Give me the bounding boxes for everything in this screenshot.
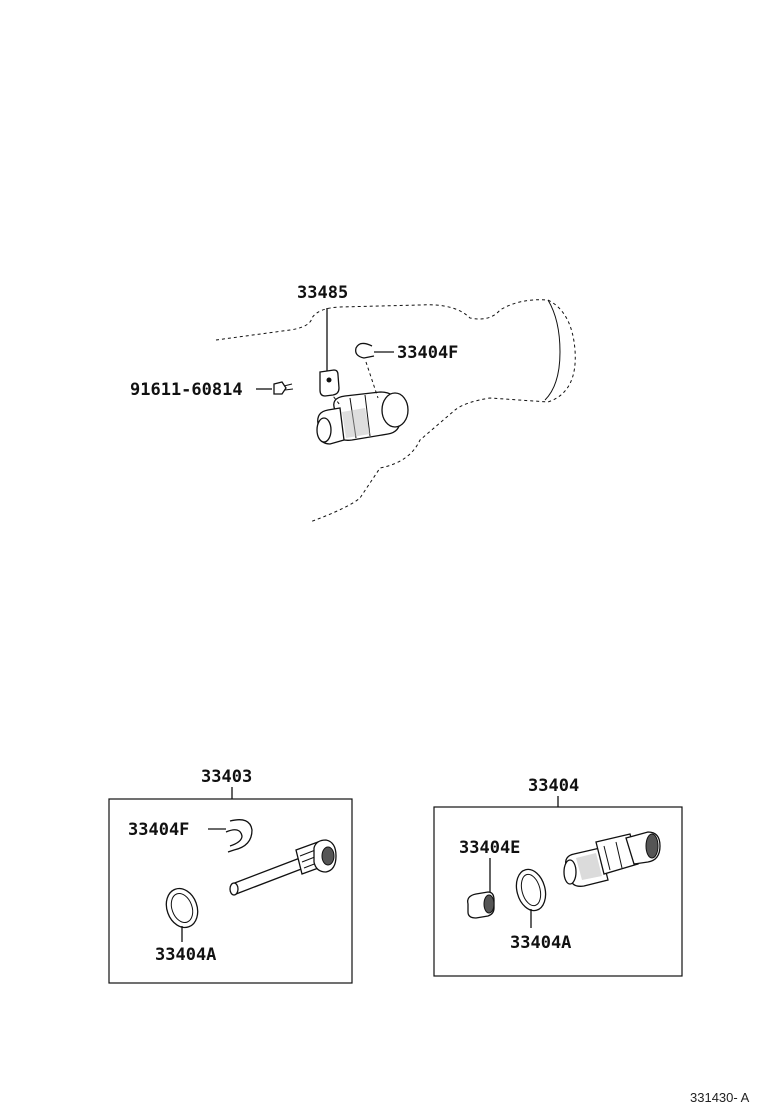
driven-gear-shaft-part — [229, 839, 337, 896]
part-number-33404a-right: 33404A — [510, 933, 571, 953]
install-guide-line — [365, 361, 379, 399]
part-number-33404f-top: 33404F — [397, 343, 458, 363]
speedometer-sleeve-part — [316, 391, 409, 445]
kit-number-33403: 33403 — [201, 767, 252, 787]
clip-part — [208, 819, 253, 853]
clip-part — [355, 342, 394, 359]
transmission-housing-outline — [215, 299, 576, 523]
part-number-33404f-kit: 33404F — [128, 820, 189, 840]
part-number-33404e: 33404E — [459, 838, 520, 858]
lock-plate-part — [319, 308, 340, 397]
kit-number-33404: 33404 — [528, 776, 579, 796]
kit-box-33404 — [433, 806, 683, 977]
bolt-part — [256, 381, 294, 395]
o-ring-part — [515, 868, 547, 928]
part-number-33485: 33485 — [297, 283, 348, 303]
speedometer-sleeve-part — [563, 831, 661, 887]
part-number-91611-60814: 91611-60814 — [130, 380, 243, 400]
part-number-33404a-left: 33404A — [155, 945, 216, 965]
kit-box-33403 — [108, 798, 353, 984]
oil-seal-part — [467, 891, 495, 919]
diagram-reference-code: 331430- A — [690, 1090, 750, 1105]
o-ring-part — [165, 887, 199, 942]
